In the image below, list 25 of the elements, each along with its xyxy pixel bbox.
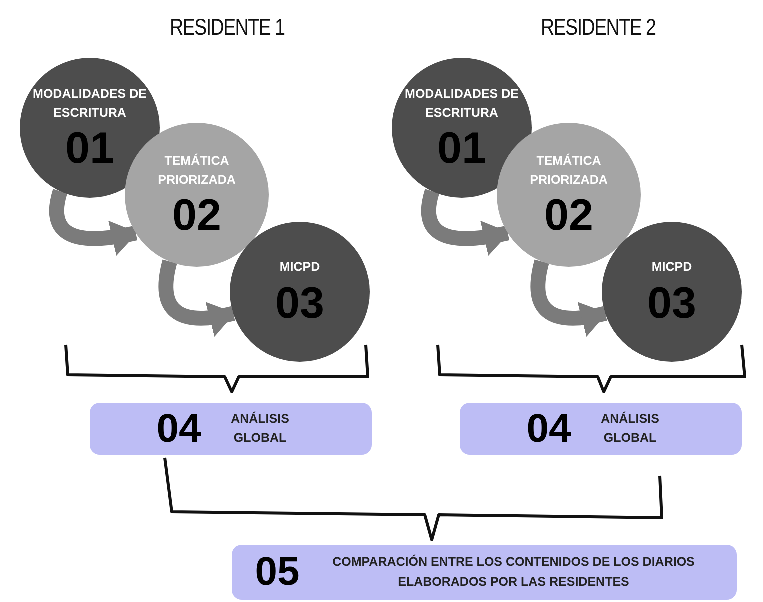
step-label: TEMÁTICA PRIORIZADA xyxy=(529,152,609,189)
step-label: ANÁLISIS GLOBAL xyxy=(600,410,660,447)
step-banner xyxy=(232,545,737,600)
step-banner xyxy=(90,403,372,455)
step-number: 02 xyxy=(172,194,222,238)
step-number: 03 xyxy=(648,282,696,326)
step-label: COMPARACIÓN ENTRE LOS CONTENIDOS DE LOS DIARIOS ELABORADOS POR LAS RESIDENTES xyxy=(332,554,696,590)
curved-arrow xyxy=(421,190,510,256)
step-number: 01 xyxy=(66,127,114,172)
step-label: TEMÁTICA PRIORIZADA xyxy=(157,152,237,189)
step-label: MICPD xyxy=(650,259,694,276)
step-number: 01 xyxy=(438,127,486,172)
step-number: 03 xyxy=(276,282,324,326)
step-number: 02 xyxy=(544,194,594,238)
step-banner xyxy=(460,403,742,455)
curved-arrow xyxy=(49,190,138,256)
resident-heading: RESIDENTE 1 xyxy=(170,14,285,41)
step-label: MICPD xyxy=(278,259,322,276)
step-label: MODALIDADES DE ESCRITURA xyxy=(32,86,148,122)
step-label: ANÁLISIS GLOBAL xyxy=(230,410,290,447)
step-label: MODALIDADES DE ESCRITURA xyxy=(404,86,520,122)
resident-heading: RESIDENTE 2 xyxy=(541,14,656,41)
step-number: 05 xyxy=(255,550,300,595)
step-number: 04 xyxy=(526,406,572,452)
step-number: 04 xyxy=(156,406,202,452)
